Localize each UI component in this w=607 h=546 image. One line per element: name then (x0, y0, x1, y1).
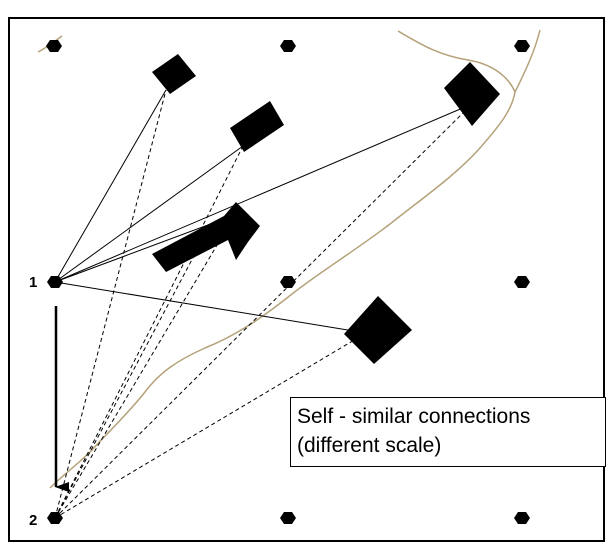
caption-line-1: Self - similar connections (297, 405, 531, 428)
solid-line-to-building-c (54, 103, 473, 283)
dashed-line-to-building-d-1 (54, 251, 197, 519)
grid-node-2 (47, 512, 63, 524)
building-b (230, 101, 284, 152)
solid-line-to-building-a (54, 89, 167, 283)
dashed-line-to-building-b (54, 145, 244, 519)
solid-connections (54, 89, 473, 334)
building-d (152, 202, 260, 272)
solid-line-to-building-d (54, 215, 233, 283)
dashed-connections (54, 89, 473, 519)
solid-line-to-building-b (54, 145, 244, 283)
dashed-line-to-building-a (54, 89, 167, 519)
grid-node-top-middle (280, 40, 296, 52)
grid-nodes (46, 40, 530, 524)
grid-node-top-left (46, 40, 62, 52)
solid-line-to-building-e (54, 281, 367, 334)
boundary-curve-right (514, 29, 541, 93)
caption-line-2: (different scale) (297, 434, 442, 457)
grid-node-middle-middle (280, 276, 296, 288)
dashed-line-to-building-e (54, 332, 367, 519)
building-e (344, 296, 412, 364)
building-a (152, 54, 196, 94)
boundary-curve-main (49, 30, 516, 489)
node-label-2: 2 (29, 512, 38, 529)
building-c (444, 62, 500, 126)
grid-node-bottom-middle (280, 512, 296, 524)
grid-node-top-right (514, 40, 530, 52)
grid-node-middle-right (514, 276, 530, 288)
buildings (152, 54, 500, 364)
grid-node-bottom-right (514, 512, 530, 524)
caption-box: Self - similar connections (different sc… (290, 397, 606, 467)
node-label-1: 1 (29, 274, 38, 291)
grid-node-1 (47, 276, 63, 288)
